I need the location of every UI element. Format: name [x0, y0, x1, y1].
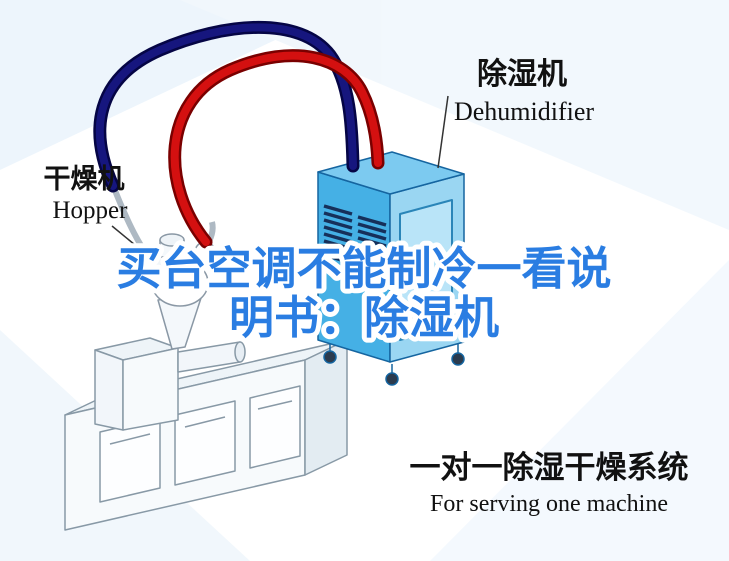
tower-left-face — [94, 349, 124, 431]
door-handle — [442, 264, 450, 272]
hopper-motor-cap — [159, 233, 185, 247]
dehumidifier-label-cn: 除湿机 — [477, 57, 567, 92]
pointer-lines — [111, 95, 449, 255]
caster-wheel-left — [323, 350, 337, 364]
hoses — [93, 20, 385, 249]
extruder-machine-illustration — [64, 337, 348, 531]
footer-label-en: For serving one machine — [430, 491, 668, 517]
background-sweep-bottom-right — [430, 260, 729, 561]
extruder-panel-1 — [99, 417, 161, 503]
tower-front-face — [122, 347, 179, 431]
footer-label-cn: 一对一除湿干燥系统 — [410, 450, 689, 486]
barrel-end-cap — [234, 341, 246, 363]
caster-wheel-center — [385, 372, 399, 386]
extruder-panel-detail-lines — [109, 400, 293, 445]
headline-line2: 明书：除湿机 — [229, 291, 499, 344]
dehumidifier-pointer-line — [437, 95, 449, 169]
dehumidifier-illustration — [317, 151, 465, 386]
headline-line1: 买台空调不能制冷一看说 — [116, 242, 611, 295]
extruder-panel-2 — [174, 400, 236, 486]
caster-wheel-right — [451, 352, 465, 366]
background-sweep-top-left — [0, 0, 360, 170]
red-hose — [170, 51, 382, 246]
dehumidifier-door-panel — [399, 199, 453, 341]
extruder-right-face — [304, 339, 348, 476]
dehumidifier-label-en: Dehumidifier — [454, 97, 594, 126]
vent-slats-left — [323, 204, 353, 265]
vent-slats-right — [357, 215, 387, 276]
extruder-panel-3 — [249, 385, 301, 469]
hopper-label-en: Hopper — [53, 197, 129, 224]
hopper-pointer-line — [111, 225, 147, 255]
hopper-label-cn: 干燥机 — [44, 164, 125, 195]
blue-hose — [95, 23, 357, 190]
